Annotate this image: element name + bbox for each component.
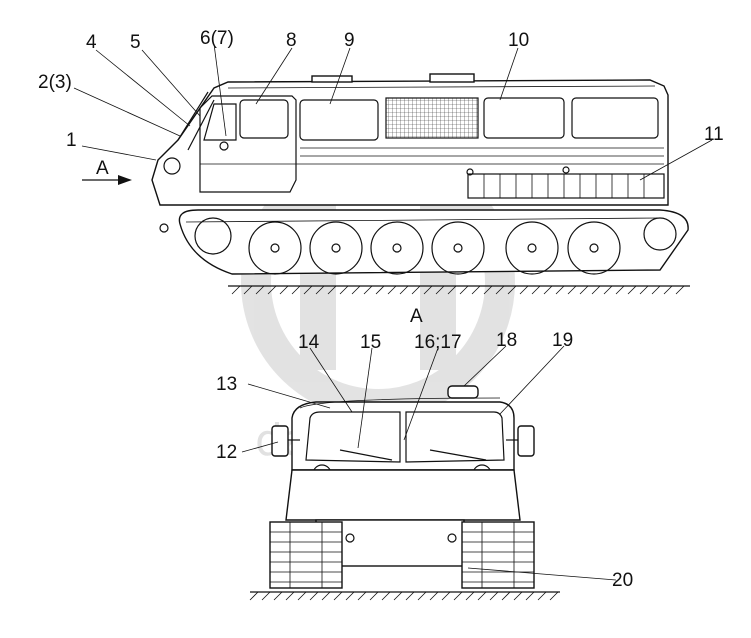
callout-12: 12 [216, 442, 237, 463]
cab-front [291, 401, 515, 471]
vent-grille [385, 97, 479, 139]
track-belt [178, 209, 689, 275]
tow-hook-right [447, 533, 457, 543]
view-arrow-head [118, 175, 132, 185]
body-window-1 [299, 99, 379, 141]
roof-line [227, 85, 656, 89]
mirror-left [271, 425, 289, 457]
leader-lines [73, 43, 713, 581]
track-left [269, 521, 343, 589]
callout-20: 20 [612, 570, 633, 591]
cab-door [199, 95, 297, 193]
view-arrow-label: A [96, 158, 109, 179]
road-wheels [194, 217, 677, 275]
callout-2-3: 2(3) [38, 72, 72, 93]
front-view [249, 385, 560, 601]
windshield-left [305, 411, 401, 463]
roof-vent [447, 385, 479, 399]
callout-10: 10 [508, 30, 529, 51]
windshield-edge [187, 99, 215, 151]
door-handle [219, 141, 229, 151]
cab-side-window [239, 99, 289, 139]
callout-14: 14 [298, 332, 320, 353]
callout-13: 13 [216, 374, 237, 395]
roof-hatch-front [311, 75, 353, 83]
tow-hook-left [345, 533, 355, 543]
body-window-3 [571, 97, 659, 139]
fuel-tank [467, 173, 665, 199]
windshield-pillar [177, 91, 209, 141]
body-window-2 [483, 97, 565, 139]
front-hood [285, 469, 521, 521]
ground-hatching [231, 285, 685, 295]
mirror-right [517, 425, 535, 457]
view-title: A [410, 306, 423, 327]
wiper-right [429, 449, 487, 461]
callout-11: 11 [704, 124, 724, 145]
callout-labels: 1 2(3) 4 5 6(7) 8 9 10 11 12 13 14 15 16… [38, 28, 724, 591]
callout-4: 4 [86, 32, 97, 53]
filler-cap-2 [562, 166, 570, 174]
door-window [203, 103, 237, 141]
idler-wheel [643, 217, 677, 251]
callout-8: 8 [286, 30, 297, 51]
track-right [461, 521, 535, 589]
headlight [163, 157, 181, 175]
callout-18: 18 [496, 330, 517, 351]
callout-5: 5 [130, 32, 141, 53]
drive-sprocket [194, 217, 232, 255]
callout-15: 15 [360, 332, 381, 353]
side-view: A [82, 73, 690, 295]
windshield-right [405, 411, 505, 463]
callout-9: 9 [344, 30, 355, 51]
front-ground-hatching [249, 591, 559, 601]
tow-hook [159, 223, 169, 233]
callout-19: 19 [552, 330, 573, 351]
filler-cap-1 [466, 168, 474, 176]
roof-hatch-rear [429, 73, 475, 83]
callout-6-7: 6(7) [200, 28, 234, 49]
track-upper-line [185, 217, 661, 223]
callout-1: 1 [66, 130, 77, 151]
wiper-left [339, 449, 393, 461]
fuel-tank-ribs [483, 174, 645, 198]
callout-16-17: 16;17 [414, 332, 462, 353]
